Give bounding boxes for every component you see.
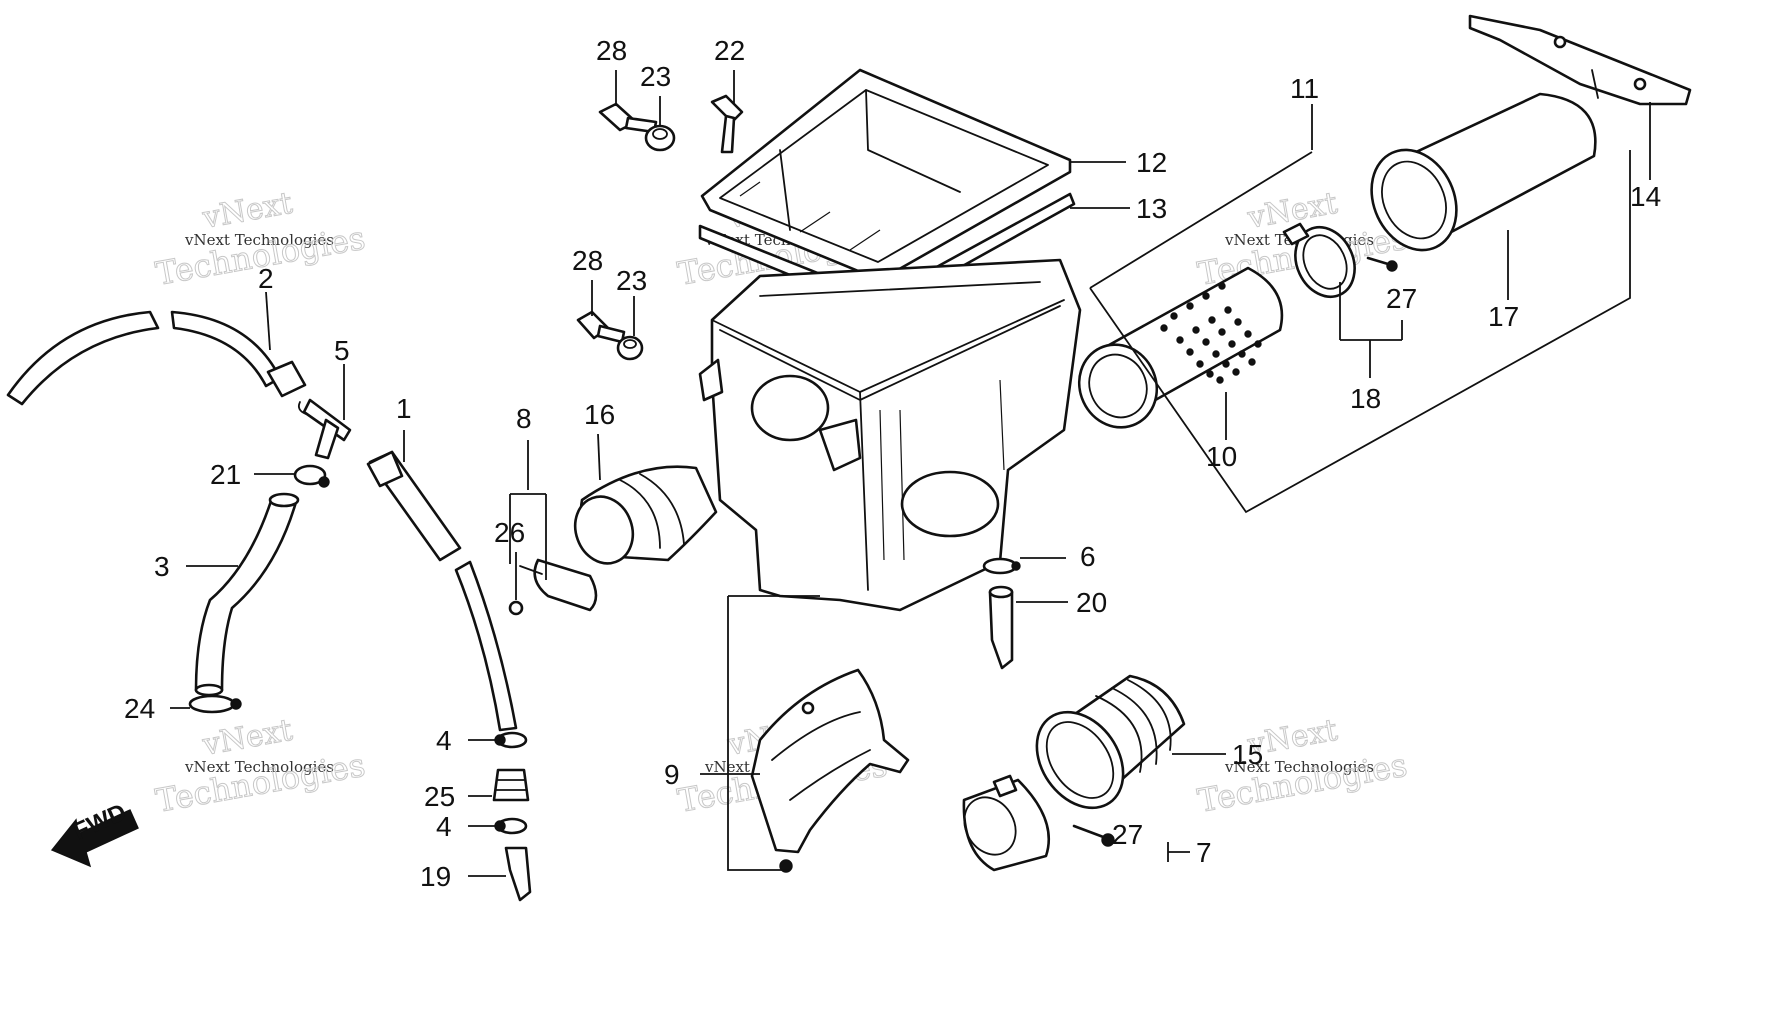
callout-6: 6 xyxy=(1080,541,1096,572)
svg-text:vNext Technologies: vNext Technologies xyxy=(184,231,334,249)
bolt-28a xyxy=(598,102,658,134)
svg-text:vNext: vNext xyxy=(199,186,295,236)
fwd-arrow-icon: FWD xyxy=(50,799,139,868)
clamp-21 xyxy=(293,464,330,488)
callout-23a: 23 xyxy=(640,61,671,92)
clip-6 xyxy=(982,557,1021,575)
svg-text:vNext: vNext xyxy=(199,713,295,763)
callout-12: 12 xyxy=(1136,147,1167,178)
hose-3 xyxy=(194,492,300,697)
callout-28b: 28 xyxy=(572,245,603,276)
callout-3: 3 xyxy=(154,551,170,582)
clamp-26 xyxy=(508,558,598,616)
grommet-23b xyxy=(616,335,644,361)
clamp-24 xyxy=(188,694,242,714)
callout-23b: 23 xyxy=(616,265,647,296)
intake-boot-16 xyxy=(573,465,718,565)
callout-11: 11 xyxy=(1290,73,1319,104)
drain-tube-19 xyxy=(504,846,532,902)
bracket-14 xyxy=(1468,14,1692,106)
hose-2 xyxy=(6,310,307,406)
filter-element-10 xyxy=(1077,266,1284,429)
callout-1: 1 xyxy=(396,393,412,424)
screw-27a xyxy=(1366,256,1398,272)
svg-text:vNext Technologies: vNext Technologies xyxy=(1224,758,1374,776)
svg-text:Technologies: Technologies xyxy=(1195,746,1410,820)
callout-9: 9 xyxy=(664,759,680,790)
watermark-4: vNext vNext Technologies Technologies xyxy=(152,712,368,820)
callout-15: 15 xyxy=(1232,739,1263,770)
callout-4a: 4 xyxy=(436,725,452,756)
grommet-23a xyxy=(644,124,676,152)
bolt-28b xyxy=(576,310,626,344)
band-7 xyxy=(962,774,1051,872)
screw-27b xyxy=(1072,824,1115,847)
cover-9 xyxy=(750,668,910,873)
callout-18: 18 xyxy=(1350,383,1381,414)
callout-10: 10 xyxy=(1206,441,1237,472)
svg-text:Technologies: Technologies xyxy=(153,746,368,820)
clip-4b xyxy=(494,817,528,835)
callout-4b: 4 xyxy=(436,811,452,842)
callout-22: 22 xyxy=(714,35,745,66)
clip-4a xyxy=(494,731,528,749)
callout-20: 20 xyxy=(1076,587,1107,618)
callout-25: 25 xyxy=(424,781,455,812)
svg-text:vNext Technologies: vNext Technologies xyxy=(184,758,334,776)
callout-labels: 1 2 3 4 4 5 6 7 8 9 10 11 12 13 14 15 16… xyxy=(124,35,1661,892)
tube-20 xyxy=(988,585,1014,670)
callout-14: 14 xyxy=(1630,181,1661,212)
callout-28a: 28 xyxy=(596,35,627,66)
intake-tube-15 xyxy=(1035,674,1186,810)
callout-21: 21 xyxy=(210,459,241,490)
drain-plug-25 xyxy=(492,768,530,802)
callout-16: 16 xyxy=(584,399,615,430)
callout-8: 8 xyxy=(516,403,532,434)
callout-26: 26 xyxy=(494,517,525,548)
callout-27b: 27 xyxy=(1112,819,1143,850)
wing-screw-22 xyxy=(710,94,744,154)
callout-17: 17 xyxy=(1488,301,1519,332)
callout-24: 24 xyxy=(124,693,155,724)
callout-5: 5 xyxy=(334,335,350,366)
callout-2: 2 xyxy=(258,263,274,294)
air-cleaner-housing xyxy=(698,258,1082,612)
air-case-17 xyxy=(1370,92,1597,252)
watermark-6: vNext vNext Technologies Technologies xyxy=(1194,712,1410,820)
callout-7: 7 xyxy=(1196,837,1212,868)
hose-1 xyxy=(366,450,518,732)
t-joint-5 xyxy=(297,398,352,460)
callout-19: 19 xyxy=(420,861,451,892)
callout-13: 13 xyxy=(1136,193,1167,224)
leader-lines xyxy=(170,70,1651,877)
callout-27a: 27 xyxy=(1386,283,1417,314)
